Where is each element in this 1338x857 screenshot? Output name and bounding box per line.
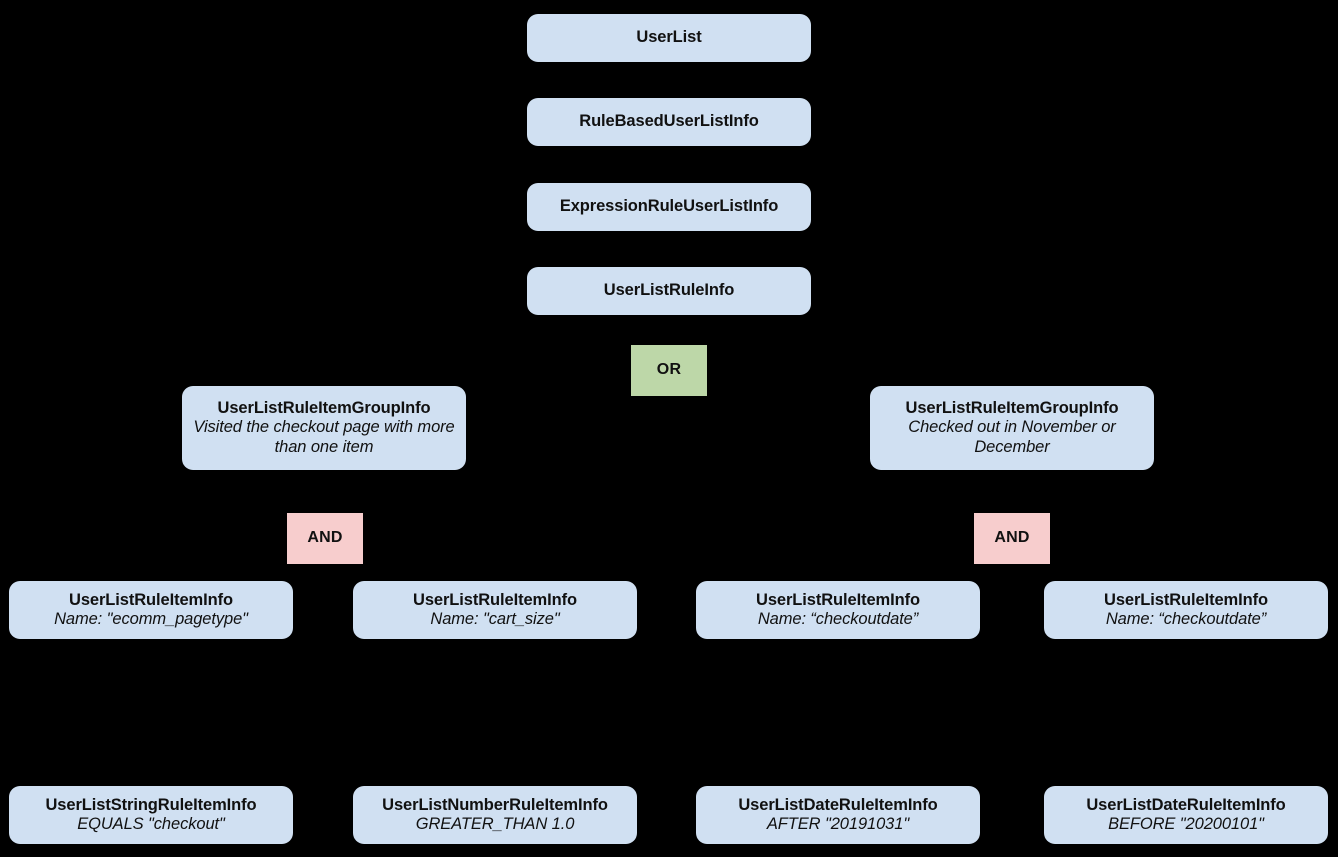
node-group-left-subtitle: Visited the checkout page with more than… bbox=[193, 418, 455, 456]
node-leaf-number-rule-item-info-subtitle: GREATER_THAN 1.0 bbox=[415, 815, 575, 833]
node-group-left-title: UserListRuleItemGroupInfo bbox=[217, 398, 431, 417]
node-leaf-number-rule-item-info-title: UserListNumberRuleItemInfo bbox=[382, 795, 608, 814]
node-leaf-date-rule-item-info-before-subtitle: BEFORE "20200101" bbox=[1108, 815, 1264, 833]
node-rule-item-info-3-title: UserListRuleItemInfo bbox=[756, 590, 920, 609]
node-leaf-date-rule-item-info-after-subtitle: AFTER "20191031" bbox=[766, 815, 910, 833]
node-leaf-string-rule-item-info-title: UserListStringRuleItemInfo bbox=[45, 795, 257, 814]
edge-and-right-to-item3 bbox=[837, 562, 989, 582]
node-expression-rule-user-list-info[interactable]: ExpressionRuleUserListInfo bbox=[527, 183, 811, 231]
node-leaf-string-rule-item-info-subtitle: EQUALS "checkout" bbox=[77, 815, 225, 833]
and-operator-left-label: AND bbox=[307, 529, 343, 547]
node-leaf-number-rule-item-info[interactable]: UserListNumberRuleItemInfo GREATER_THAN … bbox=[353, 786, 637, 844]
node-rule-item-info-2[interactable]: UserListRuleItemInfo Name: "cart_size" bbox=[353, 581, 637, 639]
node-leaf-date-rule-item-info-after-title: UserListDateRuleItemInfo bbox=[738, 795, 938, 814]
node-group-right[interactable]: UserListRuleItemGroupInfo Checked out in… bbox=[870, 386, 1154, 470]
node-rule-item-info-3[interactable]: UserListRuleItemInfo Name: “checkoutdate… bbox=[696, 581, 980, 639]
edge-and-right-to-item4 bbox=[1035, 562, 1187, 582]
node-user-list-rule-info-title: UserListRuleInfo bbox=[603, 281, 735, 300]
node-user-list-title: UserList bbox=[636, 28, 702, 47]
node-expression-rule-user-list-info-title: ExpressionRuleUserListInfo bbox=[559, 197, 779, 216]
node-leaf-string-rule-item-info[interactable]: UserListStringRuleItemInfo EQUALS "check… bbox=[9, 786, 293, 844]
node-rule-based-user-list-info[interactable]: RuleBasedUserListInfo bbox=[527, 98, 811, 146]
node-or-operator[interactable]: OR bbox=[631, 345, 707, 396]
node-rule-item-info-4-title: UserListRuleItemInfo bbox=[1104, 590, 1268, 609]
node-group-right-subtitle: Checked out in November or December bbox=[908, 418, 1116, 456]
or-operator-label: OR bbox=[656, 361, 682, 379]
node-group-left[interactable]: UserListRuleItemGroupInfo Visited the ch… bbox=[182, 386, 466, 470]
node-rule-item-info-1[interactable]: UserListRuleItemInfo Name: "ecomm_pagety… bbox=[9, 581, 293, 639]
node-leaf-date-rule-item-info-before-title: UserListDateRuleItemInfo bbox=[1086, 795, 1286, 814]
node-rule-item-info-3-subtitle: Name: “checkoutdate” bbox=[757, 610, 919, 628]
edge-and-left-to-item1 bbox=[150, 562, 301, 582]
node-rule-item-info-1-title: UserListRuleItemInfo bbox=[69, 590, 233, 609]
edge-and-left-to-item2 bbox=[347, 562, 496, 582]
and-operator-right-label: AND bbox=[994, 529, 1030, 547]
node-and-operator-left[interactable]: AND bbox=[287, 513, 363, 564]
node-rule-item-info-4-subtitle: Name: “checkoutdate” bbox=[1105, 610, 1267, 628]
node-leaf-date-rule-item-info-after[interactable]: UserListDateRuleItemInfo AFTER "20191031… bbox=[696, 786, 980, 844]
node-rule-item-info-2-title: UserListRuleItemInfo bbox=[413, 590, 577, 609]
node-user-list[interactable]: UserList bbox=[527, 14, 811, 62]
node-and-operator-right[interactable]: AND bbox=[974, 513, 1050, 564]
node-user-list-rule-info[interactable]: UserListRuleInfo bbox=[527, 267, 811, 315]
node-rule-based-user-list-info-title: RuleBasedUserListInfo bbox=[579, 112, 759, 131]
node-group-right-title: UserListRuleItemGroupInfo bbox=[905, 398, 1119, 417]
node-rule-item-info-2-subtitle: Name: "cart_size" bbox=[430, 610, 560, 628]
node-rule-item-info-1-subtitle: Name: "ecomm_pagetype" bbox=[54, 610, 248, 628]
node-rule-item-info-4[interactable]: UserListRuleItemInfo Name: “checkoutdate… bbox=[1044, 581, 1328, 639]
node-leaf-date-rule-item-info-before[interactable]: UserListDateRuleItemInfo BEFORE "2020010… bbox=[1044, 786, 1328, 844]
